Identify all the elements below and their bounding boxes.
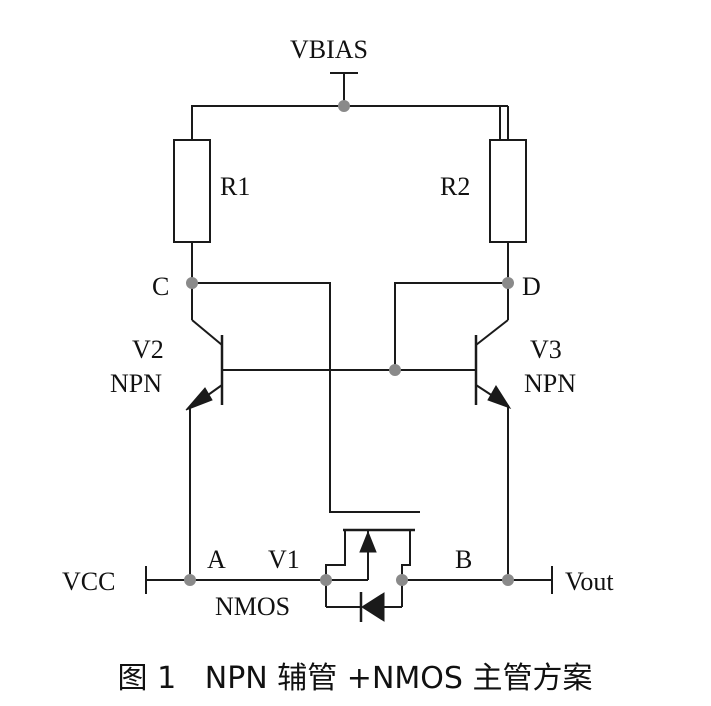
nmos-body-arrow — [359, 530, 377, 553]
label-vcc: VCC — [62, 567, 115, 596]
label-vbias: VBIAS — [290, 35, 368, 64]
v3-emitter-arrow — [487, 385, 512, 409]
label-vout: Vout — [565, 567, 614, 596]
v2-emitter-arrow — [185, 387, 213, 411]
c-to-gate-wire — [192, 282, 420, 513]
node-source — [320, 574, 332, 586]
label-v3-type: NPN — [524, 369, 576, 398]
label-v1: V1 — [268, 545, 300, 574]
figure-caption: 图 1 NPN 辅管 +NMOS 主管方案 — [118, 661, 593, 696]
transistor-v2 — [185, 283, 224, 580]
diode-triangle — [361, 592, 385, 622]
node-vbias — [338, 100, 350, 112]
body-diode — [326, 592, 402, 622]
resistor-r1 — [173, 139, 211, 243]
label-v1-type: NMOS — [215, 592, 290, 621]
node-base — [389, 364, 401, 376]
resistor-r2 — [489, 139, 527, 243]
node-c — [186, 277, 198, 289]
label-v2-type: NPN — [110, 369, 162, 398]
label-b: B — [455, 545, 472, 574]
transistor-v3 — [474, 283, 512, 580]
label-a: A — [207, 545, 226, 574]
node-a — [184, 574, 196, 586]
node-d — [502, 277, 514, 289]
nmos-v1 — [325, 528, 415, 607]
node-b — [502, 574, 514, 586]
label-r2: R2 — [440, 172, 470, 201]
label-d: D — [522, 272, 541, 301]
label-r1: R1 — [220, 172, 250, 201]
label-c: C — [152, 272, 169, 301]
label-v3: V3 — [530, 335, 562, 364]
d-to-base-wire — [394, 282, 508, 370]
label-v2: V2 — [132, 335, 164, 364]
node-drain — [396, 574, 408, 586]
